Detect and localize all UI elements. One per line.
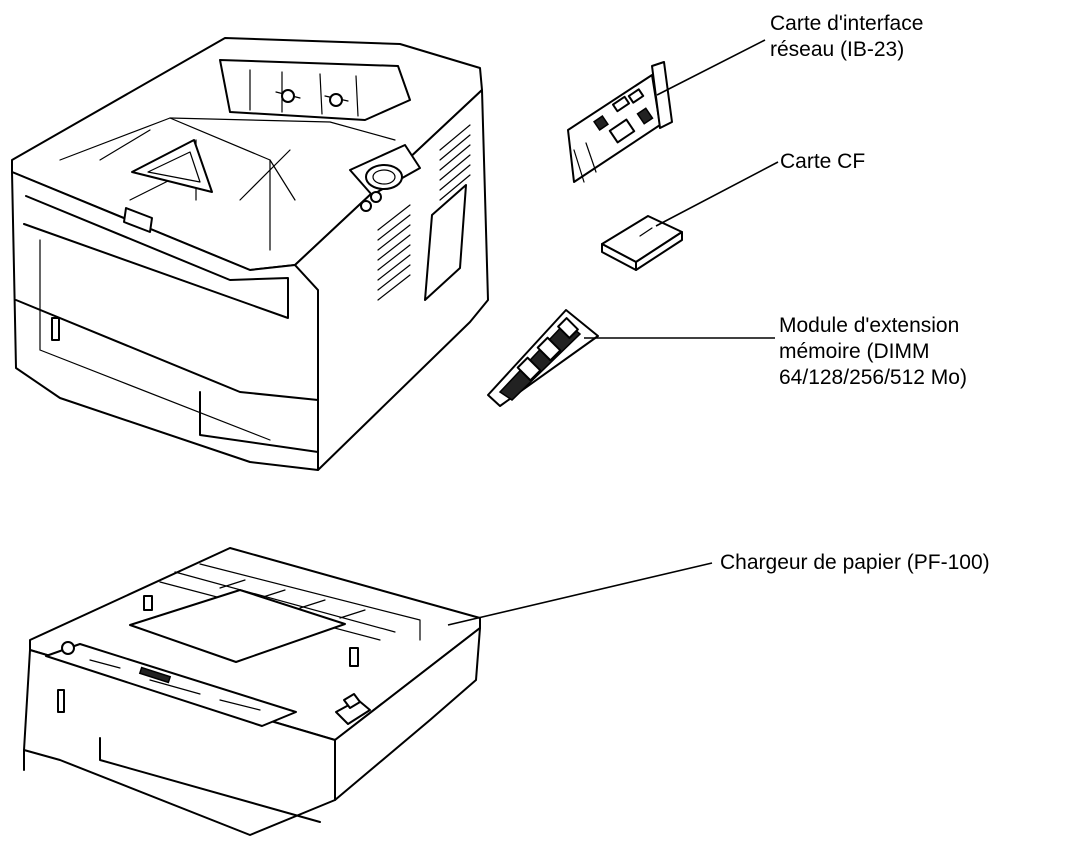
memory-module-label: Module d'extension mémoire (DIMM 64/128/…	[779, 313, 967, 391]
paper-feeder-label-line-1: Chargeur de papier (PF-100)	[720, 551, 990, 574]
network-card-illustration	[567, 61, 673, 183]
cf-card-illustration	[601, 215, 683, 271]
memory-module-label-line-3: 64/128/256/512 Mo)	[779, 366, 967, 389]
printer-illustration	[11, 37, 489, 471]
dimm-illustration	[487, 309, 599, 407]
leader-network-card	[656, 39, 766, 96]
cf-card-label-line-1: Carte CF	[780, 150, 866, 173]
network-card-label-line-2: réseau (IB-23)	[770, 38, 905, 61]
leader-lines	[447, 39, 779, 626]
memory-module-label-line-1: Module d'extension	[779, 314, 960, 337]
leader-cf-card	[655, 161, 779, 227]
memory-module-label-line-2: mémoire (DIMM	[779, 340, 930, 363]
cf-card-label: Carte CF	[780, 149, 865, 175]
paper-feeder-illustration	[23, 547, 481, 836]
network-card-label-line-1: Carte d'interface	[770, 12, 924, 35]
leader-paper-feeder	[447, 562, 713, 626]
network-card-label: Carte d'interface réseau (IB-23)	[770, 11, 923, 63]
paper-feeder-label: Chargeur de papier (PF-100)	[720, 550, 990, 576]
